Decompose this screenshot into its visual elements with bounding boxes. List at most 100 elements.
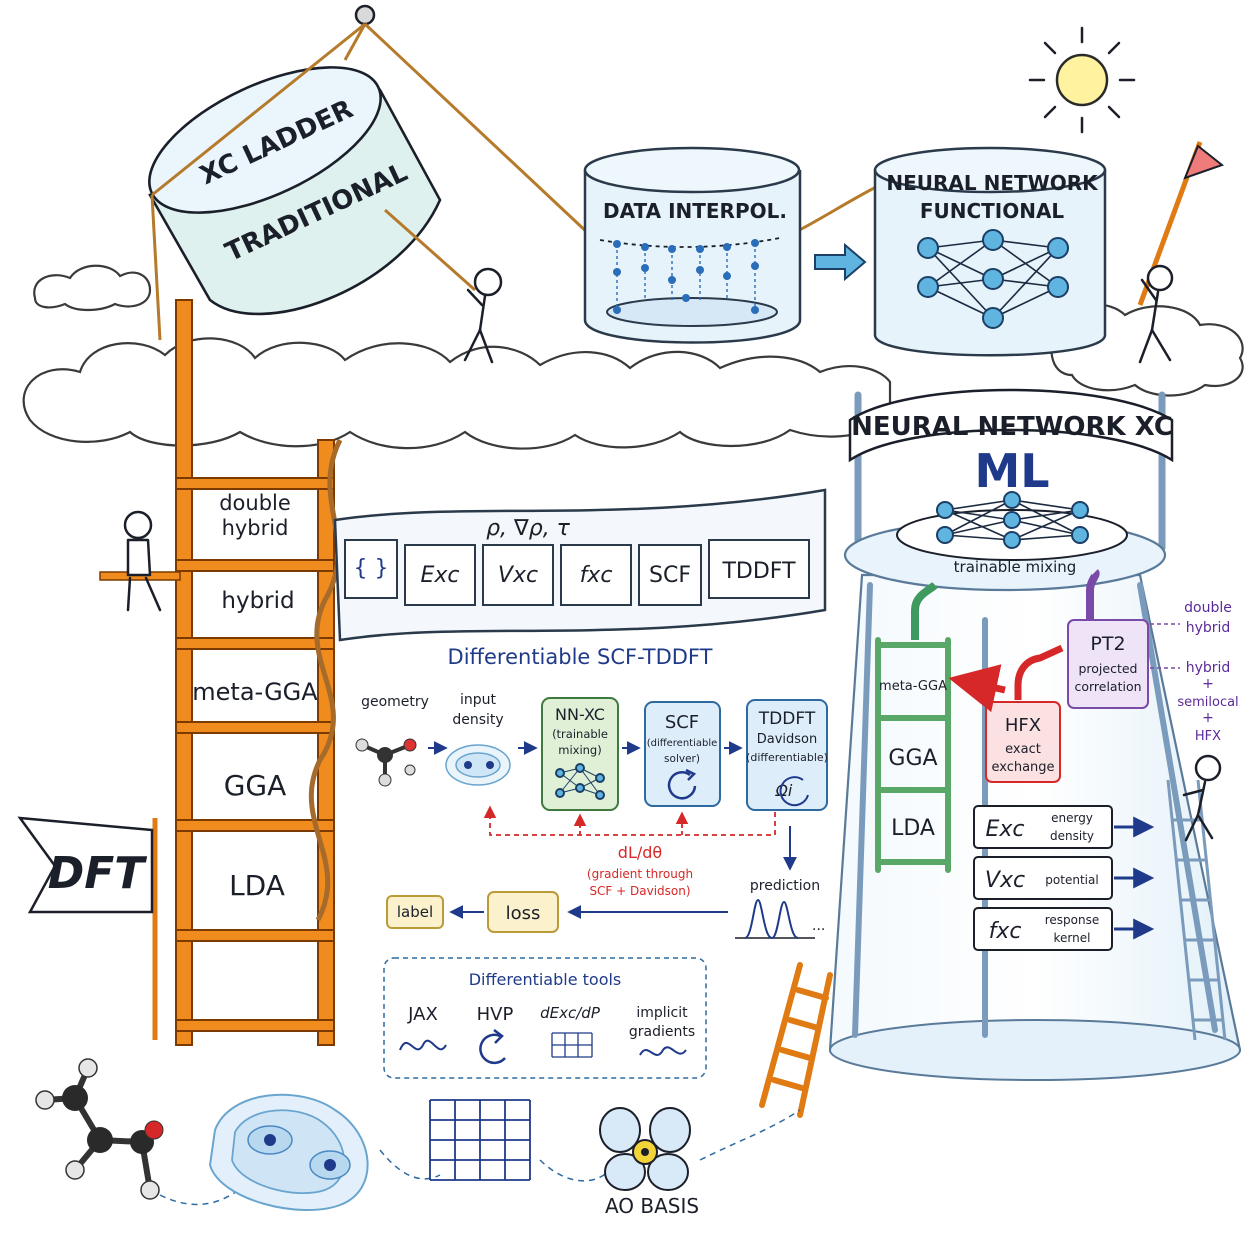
nnxc-sub2: mixing) bbox=[558, 743, 601, 757]
side-double-1: double bbox=[1184, 600, 1232, 616]
hfx-box bbox=[985, 701, 1061, 783]
loss-label: loss bbox=[506, 903, 541, 924]
tools-title: Differentiable tools bbox=[469, 970, 622, 989]
nn-tank-subtitle: FUNCTIONAL bbox=[920, 199, 1065, 223]
small-orange-ladder bbox=[759, 962, 833, 1118]
side-hybrid-5: HFX bbox=[1195, 729, 1221, 744]
rung-label-gga: GGA bbox=[224, 769, 287, 802]
dft-flag-label: DFT bbox=[48, 848, 148, 899]
green-rung-lda: LDA bbox=[891, 816, 935, 841]
xc-ladder-bucket: XC LADDER TRADITIONAL bbox=[148, 66, 442, 316]
density-contour bbox=[208, 1093, 369, 1212]
stick-figure-climber bbox=[1182, 754, 1222, 842]
refresh-icon-tools bbox=[479, 1029, 506, 1065]
film-frame-fxc: fxc bbox=[580, 563, 613, 588]
pt2-box bbox=[1067, 619, 1149, 709]
scf-title: SCF bbox=[665, 712, 699, 733]
tddft-title: TDDFT bbox=[758, 709, 816, 729]
hfx-sub2: exchange bbox=[991, 760, 1054, 775]
nn-xc-tower: NEURAL NETWORK XC ML trainable mixing bbox=[828, 388, 1242, 1081]
label-text: label bbox=[397, 903, 433, 921]
tool-hvp: HVP bbox=[477, 1004, 514, 1025]
geometry-label: geometry bbox=[361, 694, 429, 710]
input-density-label-2: density bbox=[452, 712, 503, 728]
output-exc-symbol: Exc bbox=[985, 817, 1024, 842]
tool-gradients: gradients bbox=[629, 1024, 695, 1040]
output-exc: Exc energy density bbox=[973, 805, 1155, 849]
ao-basis-label: AO BASIS bbox=[605, 1194, 699, 1218]
data-interpol-label: DATA INTERPOL. bbox=[603, 199, 787, 223]
tool-implicit: implicit bbox=[636, 1005, 688, 1021]
pt2-title: PT2 bbox=[1090, 633, 1125, 655]
tool-jax: JAX bbox=[407, 1004, 438, 1025]
film-strip-header: ρ, ∇ρ, τ bbox=[486, 516, 571, 541]
side-hybrid-3: semilocal bbox=[1177, 695, 1238, 710]
tower-banner: NEURAL NETWORK XC bbox=[851, 412, 1173, 442]
nn-functional-tank: NEURAL NETWORK FUNCTIONAL bbox=[873, 146, 1107, 357]
tddft-sub1: Davidson bbox=[757, 732, 818, 747]
rung-label-double-hybrid: hybrid bbox=[222, 516, 289, 540]
output-exc-desc2: density bbox=[1050, 829, 1094, 843]
wave-icon-implicit bbox=[639, 1046, 687, 1056]
dft-flag: DFT bbox=[17, 816, 158, 1040]
refresh-icon bbox=[667, 768, 697, 800]
tddft-box bbox=[746, 699, 828, 811]
output-fxc: fxc response kernel bbox=[973, 907, 1155, 951]
input-density-label-1: input bbox=[460, 692, 497, 708]
tddft-omega: Ωi bbox=[775, 781, 793, 800]
output-exc-desc1: energy bbox=[1051, 811, 1093, 825]
basis-grid bbox=[429, 1099, 531, 1181]
pipeline-title: Differentiable SCF-TDDFT bbox=[448, 645, 713, 669]
scf-box bbox=[644, 701, 721, 807]
tddft-cycle-icon bbox=[779, 776, 809, 807]
film-frame-exc: Exc bbox=[420, 563, 459, 588]
output-fxc-desc1: response bbox=[1045, 913, 1100, 927]
rung-label-meta-gga: meta-GGA bbox=[192, 678, 318, 706]
pt2-sub2: correlation bbox=[1074, 679, 1141, 694]
bottom-molecule bbox=[35, 1058, 164, 1200]
scf-sub2: solver) bbox=[664, 753, 700, 765]
traditional-ladder: double hybrid hybrid meta-GGA GGA LDA bbox=[175, 299, 343, 1046]
green-ladder bbox=[875, 637, 951, 873]
density-icon bbox=[445, 744, 511, 786]
orbital-icon bbox=[599, 1107, 691, 1191]
tddft-sub2: (differentiable) bbox=[746, 751, 828, 764]
stick-figure-flag bbox=[1138, 264, 1174, 364]
output-vxc-symbol: Vxc bbox=[985, 868, 1025, 893]
output-vxc: Vxc potential bbox=[973, 856, 1155, 900]
gradient-title: dL/dθ bbox=[618, 843, 662, 862]
film-frame-tddft: TDDFT bbox=[721, 559, 796, 584]
nnxc-sub1: (trainable bbox=[552, 727, 608, 741]
output-fxc-symbol: fxc bbox=[989, 919, 1022, 944]
tower-nn-icon bbox=[936, 491, 1089, 549]
hfx-title: HFX bbox=[1005, 715, 1041, 736]
film-strip: ρ, ∇ρ, τ { } Exc Vxc fxc SCF TDDFT bbox=[333, 488, 827, 642]
nn-tank-title: NEURAL NETWORK bbox=[886, 171, 1099, 195]
data-interpol-tank: DATA INTERPOL. bbox=[583, 146, 802, 344]
tank-arrow bbox=[814, 242, 867, 282]
side-hybrid-4: + bbox=[1202, 710, 1214, 726]
rung-label-lda: LDA bbox=[229, 869, 285, 902]
rung-label-double: double bbox=[219, 491, 291, 515]
green-rung-gga: GGA bbox=[888, 746, 937, 771]
output-vxc-desc1: potential bbox=[1045, 873, 1098, 887]
trainable-mixing-label: trainable mixing bbox=[954, 558, 1077, 576]
spectrum-ellipsis: ... bbox=[812, 918, 825, 934]
scf-sub1: (differentiable bbox=[647, 738, 718, 749]
nnxc-title: NN-XC bbox=[555, 705, 605, 724]
film-frame-braces: { } bbox=[354, 556, 389, 581]
side-hybrid-1: hybrid bbox=[1186, 660, 1231, 676]
differentiable-tools: Differentiable tools JAX HVP dExc/dP imp… bbox=[383, 957, 707, 1079]
nn-mini-icon bbox=[555, 763, 605, 800]
green-rung-meta-gga: meta-GGA bbox=[879, 679, 947, 694]
spectrum-icon: ... bbox=[735, 898, 825, 940]
neural-network-icon bbox=[917, 229, 1069, 329]
film-frame-scf: SCF bbox=[649, 563, 691, 588]
prediction-label: prediction bbox=[750, 878, 820, 894]
sun-icon bbox=[1028, 26, 1136, 134]
output-fxc-desc2: kernel bbox=[1054, 931, 1091, 945]
scf-tddft-pipeline: Differentiable SCF-TDDFT geometry input … bbox=[355, 645, 828, 940]
molecule-icon bbox=[355, 738, 417, 787]
film-frame-vxc: Vxc bbox=[498, 563, 538, 588]
stick-figure-puller bbox=[463, 267, 503, 364]
